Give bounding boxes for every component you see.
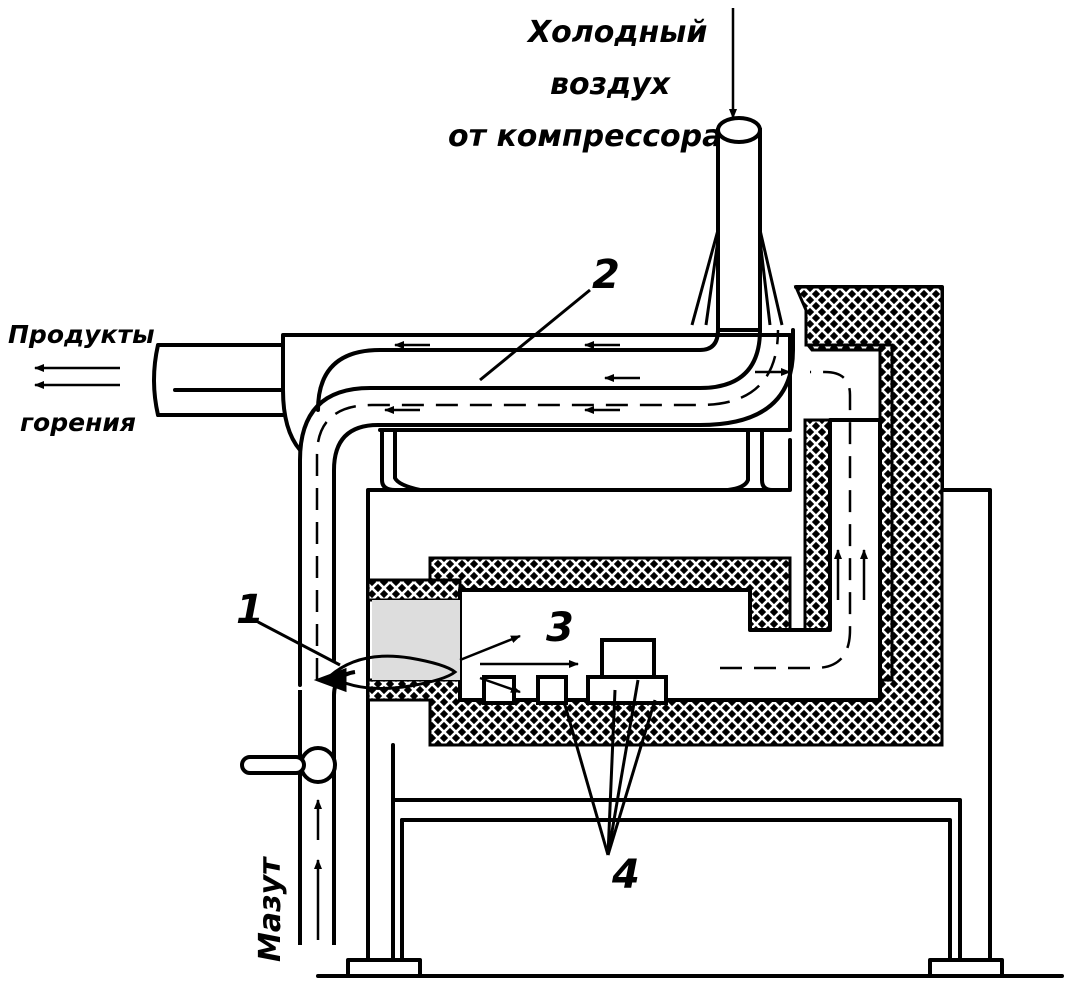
arrow-chamber-1 [459,634,521,662]
leader-4c [606,679,640,856]
workpiece-3 [586,675,668,705]
air-inlet-pipe [716,128,762,332]
burner-flame [327,654,458,690]
air-flow-dashes [315,329,780,680]
label-exhaust-line2: горения [20,408,136,437]
support-left [380,432,421,492]
air-pipe-outer [298,138,762,687]
arrow-chamber-3 [479,676,521,694]
label-fuel: Мазут [253,857,288,962]
label-cold-air-line3: от компрессора [448,119,723,154]
air-inlet-top [716,116,762,144]
air-inlet-support [690,229,784,326]
frame-outline [366,285,992,962]
foot-left [346,958,422,978]
callout-1: 1 [236,587,264,633]
fuel-pipe [298,670,356,945]
label-exhaust-line1: Продукты [8,320,155,349]
label-cold-air-line1: Холодный [528,15,708,50]
furnace-body [366,438,792,747]
leader-4d [606,699,657,856]
recuperator-housing [173,333,792,452]
burner-nozzle [313,667,347,693]
callout-2: 2 [592,252,620,298]
leader-1 [257,620,341,667]
callout-3: 3 [546,605,574,651]
air-pipe-vertical [316,138,720,412]
support-right [727,432,773,492]
callout-4: 4 [612,852,640,898]
label-cold-air-line2: воздух [550,67,671,102]
fuel-valve-handle [240,755,306,775]
leader-4b [606,689,617,856]
workpiece-2 [536,675,568,705]
gas-flow-dashes [720,370,852,670]
exhaust-pipe [152,343,285,417]
leader-2 [479,288,591,382]
workpiece-4 [600,638,656,679]
fuel-valve [299,746,337,784]
leader-4a [563,704,610,856]
air-pipe-inner [332,328,795,662]
foot-right [928,958,1004,978]
